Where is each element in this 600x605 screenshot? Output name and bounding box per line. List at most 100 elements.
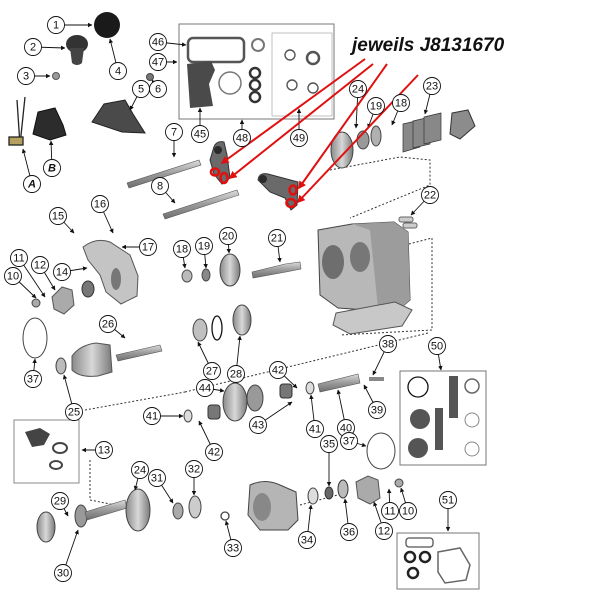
callout-number: 19 — [370, 101, 382, 113]
shift-boot-inner — [32, 107, 67, 141]
bearing-19-mid — [201, 268, 211, 282]
callout-circle — [340, 432, 358, 450]
callout-circle — [306, 420, 324, 438]
callout-circle — [51, 492, 69, 510]
callout-39: 39 — [368, 401, 386, 419]
boot-retainer — [146, 73, 154, 81]
callout-circle — [439, 491, 457, 509]
annotation-arrow-3 — [298, 63, 388, 190]
callout-number: 26 — [102, 319, 114, 331]
callout-48: 48 — [233, 129, 251, 147]
callout-circle — [43, 159, 61, 177]
callout-circle — [139, 238, 157, 256]
needle-bearing-43-left — [207, 404, 221, 420]
callout-circle — [165, 123, 183, 141]
callout-19: 19 — [195, 237, 213, 255]
callout-circle — [423, 77, 441, 95]
seal — [81, 280, 95, 298]
callout-26: 26 — [99, 315, 117, 333]
callout-20: 20 — [219, 227, 237, 245]
callout-circle — [149, 80, 167, 98]
callout-2: 2 — [24, 38, 42, 56]
front-output-housing — [247, 481, 299, 531]
callout-7: 7 — [165, 123, 183, 141]
shift-knob — [66, 35, 88, 65]
callout-44: 44 — [196, 379, 214, 397]
callout-24: 24 — [131, 461, 149, 479]
callout-11: 11 — [10, 249, 28, 267]
callout-51: 51 — [439, 491, 457, 509]
callout-circle — [219, 227, 237, 245]
callout-circle — [428, 337, 446, 355]
callout-46: 46 — [149, 33, 167, 51]
callout-number: 40 — [340, 423, 352, 435]
callout-47: 47 — [149, 53, 167, 71]
callout-circle — [375, 522, 393, 540]
fork-pad-highlight-2 — [219, 171, 229, 185]
callout-number: 31 — [151, 473, 163, 485]
bearing-18-mid — [181, 269, 193, 283]
callout-34: 34 — [298, 531, 316, 549]
callout-12: 12 — [31, 256, 49, 274]
callout-29: 29 — [51, 492, 69, 510]
yoke-12-front — [355, 475, 381, 505]
front-cover-plate — [449, 109, 476, 140]
callout-number: 46 — [152, 37, 164, 49]
nut-10-rear — [31, 298, 41, 308]
front-bearing-18 — [370, 125, 382, 147]
callout-circle — [31, 256, 49, 274]
callout-circle — [10, 249, 28, 267]
callout-8: 8 — [151, 177, 169, 195]
callout-19: 19 — [367, 97, 385, 115]
callout-number: A — [27, 179, 36, 191]
shift-knob-4wd — [94, 12, 120, 38]
callout-circle — [421, 186, 439, 204]
callout-circle — [195, 237, 213, 255]
callout-circle — [91, 195, 109, 213]
seal-36 — [337, 479, 349, 499]
callout-circle — [53, 263, 71, 281]
callout-number: 51 — [442, 495, 454, 507]
callout-number: 18 — [395, 98, 407, 110]
callout-circle — [173, 240, 191, 258]
callout-3: 3 — [17, 67, 35, 85]
annotation-arrow-2 — [228, 63, 374, 179]
callout-number: 21 — [271, 233, 283, 245]
callout-circle — [269, 361, 287, 379]
callout-number: 12 — [34, 260, 46, 272]
callout-37: 37 — [340, 432, 358, 450]
lock-plate-38 — [369, 377, 384, 381]
callout-number: 15 — [52, 211, 64, 223]
pan-cover — [332, 301, 413, 335]
fork-pad-highlight-1 — [209, 167, 221, 177]
callout-number: 22 — [424, 190, 436, 202]
callout-circle — [49, 207, 67, 225]
callout-18: 18 — [173, 240, 191, 258]
callout-number: 24 — [134, 465, 146, 477]
callout-number: 23 — [426, 81, 438, 93]
sleeve-32 — [188, 495, 202, 519]
callout-number: 3 — [23, 71, 29, 83]
callout-circle — [392, 94, 410, 112]
callout-28: 28 — [227, 365, 245, 383]
callout-number: 8 — [157, 181, 163, 193]
callout-number: 10 — [402, 506, 414, 518]
fork-pad-highlights — [209, 167, 298, 209]
callout-circle — [368, 401, 386, 419]
callout-circle — [367, 97, 385, 115]
callout-25: 25 — [65, 403, 83, 421]
callout-circle — [23, 175, 41, 193]
callout-circle — [185, 460, 203, 478]
shift-boot-outer — [91, 99, 146, 134]
callout-number: 16 — [94, 199, 106, 211]
callout-number: 50 — [431, 341, 443, 353]
callout-number: 41 — [309, 424, 321, 436]
callout-45: 45 — [191, 125, 209, 143]
callout-number: 48 — [236, 133, 248, 145]
callout-circle — [4, 267, 22, 285]
adapter-housing-17 — [82, 239, 139, 305]
fork-pad-highlight-3 — [288, 184, 298, 196]
callout-number: 44 — [199, 383, 211, 395]
nut-10-front — [394, 478, 404, 488]
